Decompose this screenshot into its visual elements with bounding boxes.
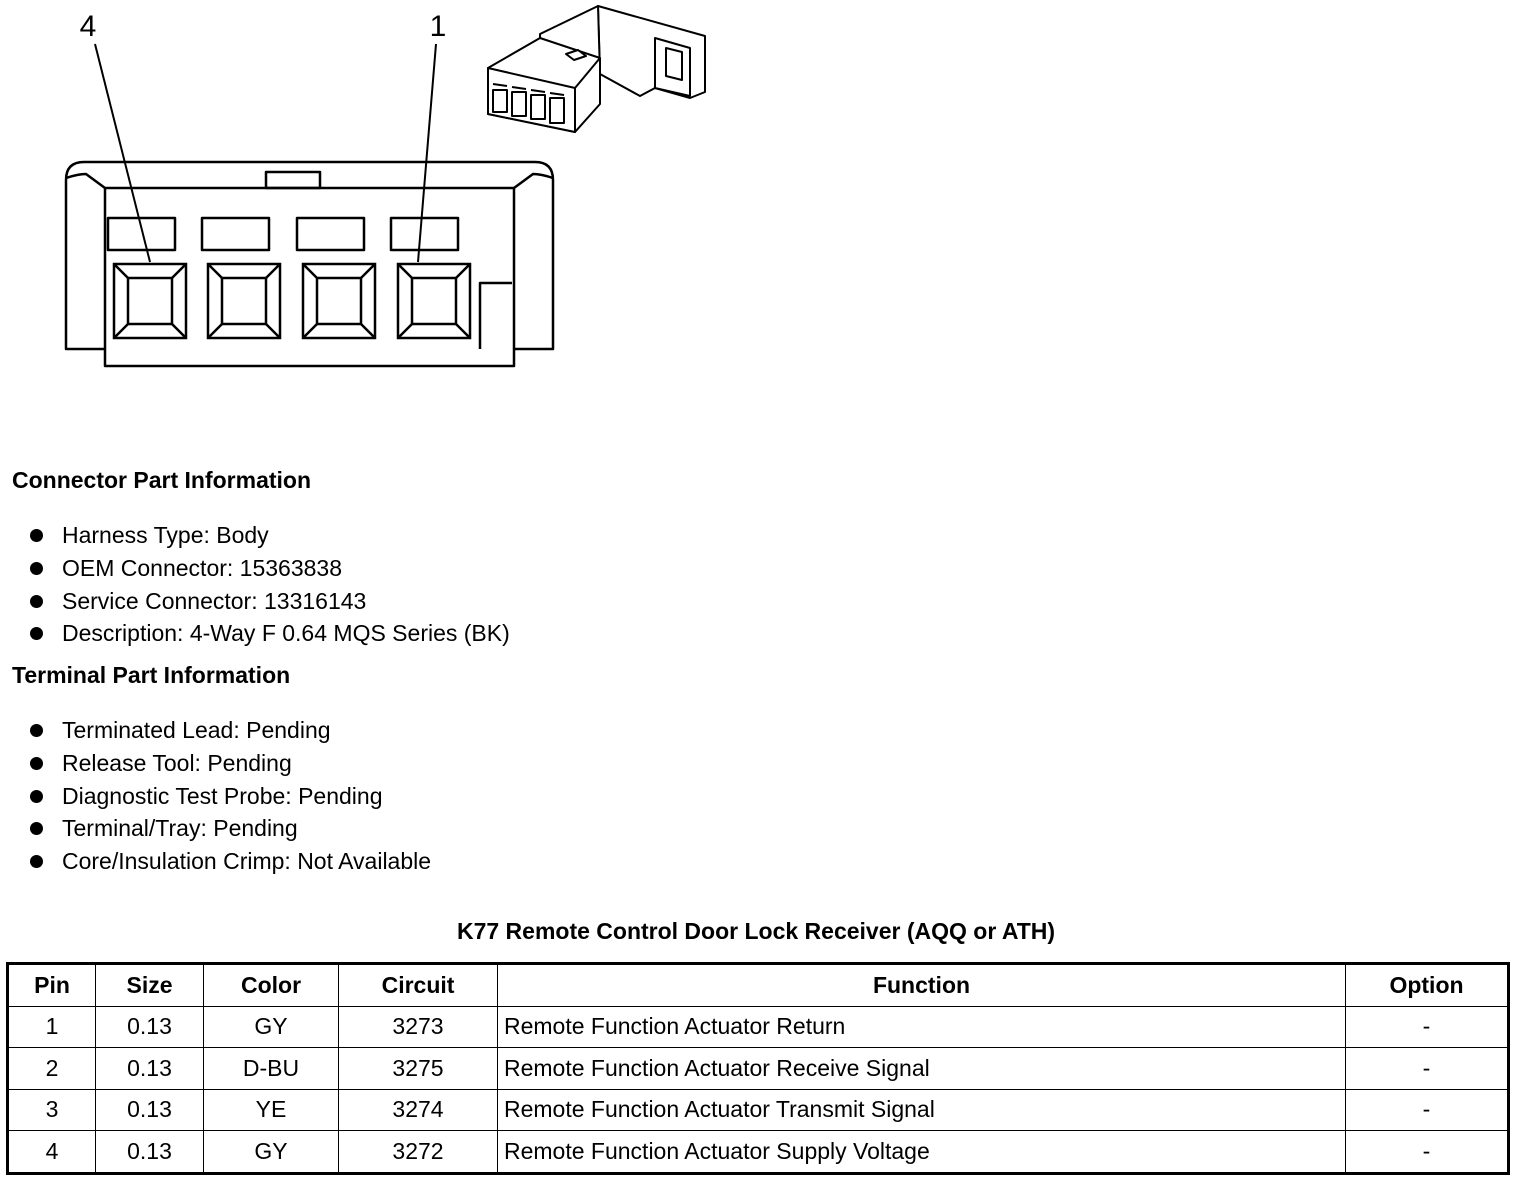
cell-option: - <box>1345 1005 1509 1048</box>
terminal-part-info-list: Terminated Lead: Pending Release Tool: P… <box>28 716 431 880</box>
terminal-part-info-title: Terminal Part Information <box>12 662 291 688</box>
cell-option: - <box>1345 1047 1509 1090</box>
list-item: Harness Type: Body <box>28 521 510 554</box>
list-item: Description: 4-Way F 0.64 MQS Series (BK… <box>28 619 510 652</box>
cell-color: YE <box>203 1088 339 1131</box>
latch-tab <box>264 170 322 190</box>
connector-part-info-title: Connector Part Information <box>12 467 312 493</box>
cell-pin: 4 <box>7 1130 96 1174</box>
column-header-pin: Pin <box>7 963 96 1007</box>
cell-color: GY <box>203 1130 339 1174</box>
table-row: 1 0.13 GY 3273 Remote Function Actuator … <box>7 1005 1509 1048</box>
slot-4 <box>106 216 177 252</box>
bullet-icon <box>30 561 43 575</box>
bullet-icon <box>30 822 43 836</box>
column-header-size: Size <box>95 963 204 1007</box>
list-item-text: Service Connector: 13316143 <box>62 587 367 614</box>
list-item-text: Diagnostic Test Probe: Pending <box>62 782 383 809</box>
column-header-circuit: Circuit <box>338 963 498 1007</box>
callout-pin-1: 1 <box>430 10 447 43</box>
terminal-pin-1 <box>396 262 472 340</box>
cell-color: GY <box>203 1005 339 1048</box>
table-header-row: Pin Size Color Circuit Function Option <box>7 963 1509 1007</box>
connector-thumbnail <box>487 5 706 133</box>
bullet-icon <box>30 627 43 641</box>
cell-circuit: 3274 <box>338 1088 498 1131</box>
list-item: Terminal/Tray: Pending <box>28 814 431 847</box>
leader-line-4 <box>94 43 151 263</box>
list-item-text: Terminated Lead: Pending <box>62 717 331 743</box>
cell-pin: 2 <box>7 1047 96 1090</box>
slot-1 <box>389 216 460 252</box>
leader-line-1 <box>417 43 437 263</box>
bullet-icon <box>30 724 43 737</box>
list-item-text: Description: 4-Way F 0.64 MQS Series (BK… <box>62 620 510 647</box>
list-item-text: Terminal/Tray: Pending <box>62 815 298 842</box>
table-row: 3 0.13 YE 3274 Remote Function Actuator … <box>7 1088 1509 1131</box>
cell-function: Remote Function Actuator Receive Signal <box>497 1047 1346 1090</box>
pinout-table: Pin Size Color Circuit Function Option 1… <box>6 962 1510 1175</box>
pinout-table-title: K77 Remote Control Door Lock Receiver (A… <box>456 918 1056 944</box>
cell-pin: 3 <box>7 1088 96 1131</box>
cell-circuit: 3275 <box>338 1047 498 1090</box>
cell-option: - <box>1345 1088 1509 1131</box>
connector-diagram: 4 1 <box>64 5 706 368</box>
bullet-icon <box>30 855 43 869</box>
cell-function: Remote Function Actuator Return <box>497 1005 1346 1048</box>
cell-function: Remote Function Actuator Transmit Signal <box>497 1088 1346 1131</box>
cell-size: 0.13 <box>95 1005 204 1048</box>
bullet-icon <box>30 529 43 542</box>
cell-size: 0.13 <box>95 1130 204 1174</box>
list-item-text: Release Tool: Pending <box>62 749 292 776</box>
terminal-pin-4 <box>112 262 188 340</box>
list-item-text: Core/Insulation Crimp: Not Available <box>62 848 432 875</box>
keying-rib <box>478 281 512 349</box>
bullet-icon <box>30 789 43 803</box>
terminal-pin-3 <box>206 262 282 340</box>
column-header-function: Function <box>497 963 1346 1007</box>
cell-option: - <box>1345 1130 1509 1174</box>
list-item: Diagnostic Test Probe: Pending <box>28 782 431 815</box>
cell-circuit: 3272 <box>338 1130 498 1174</box>
callout-pin-4: 4 <box>80 10 97 43</box>
list-item: Service Connector: 13316143 <box>28 587 510 620</box>
cell-size: 0.13 <box>95 1088 204 1131</box>
cell-size: 0.13 <box>95 1047 204 1090</box>
column-header-color: Color <box>203 963 339 1007</box>
slot-3 <box>200 216 271 252</box>
connector-housing <box>64 160 555 368</box>
bullet-icon <box>30 756 43 770</box>
cell-color: D-BU <box>203 1047 339 1090</box>
slot-2 <box>295 216 366 252</box>
column-header-option: Option <box>1345 963 1509 1007</box>
list-item-text: Harness Type: Body <box>62 522 269 548</box>
table-row: 2 0.13 D-BU 3275 Remote Function Actuato… <box>7 1047 1509 1090</box>
list-item: Release Tool: Pending <box>28 749 431 782</box>
cell-function: Remote Function Actuator Supply Voltage <box>497 1130 1346 1174</box>
connector-part-info-list: Harness Type: Body OEM Connector: 153638… <box>28 521 510 652</box>
cell-circuit: 3273 <box>338 1005 498 1048</box>
bullet-icon <box>30 594 43 608</box>
list-item: OEM Connector: 15363838 <box>28 554 510 587</box>
table-row: 4 0.13 GY 3272 Remote Function Actuator … <box>7 1130 1509 1174</box>
terminal-pin-2 <box>301 262 377 340</box>
cell-pin: 1 <box>7 1005 96 1048</box>
list-item: Core/Insulation Crimp: Not Available <box>28 847 431 880</box>
list-item: Terminated Lead: Pending <box>28 716 431 749</box>
list-item-text: OEM Connector: 15363838 <box>62 554 343 581</box>
